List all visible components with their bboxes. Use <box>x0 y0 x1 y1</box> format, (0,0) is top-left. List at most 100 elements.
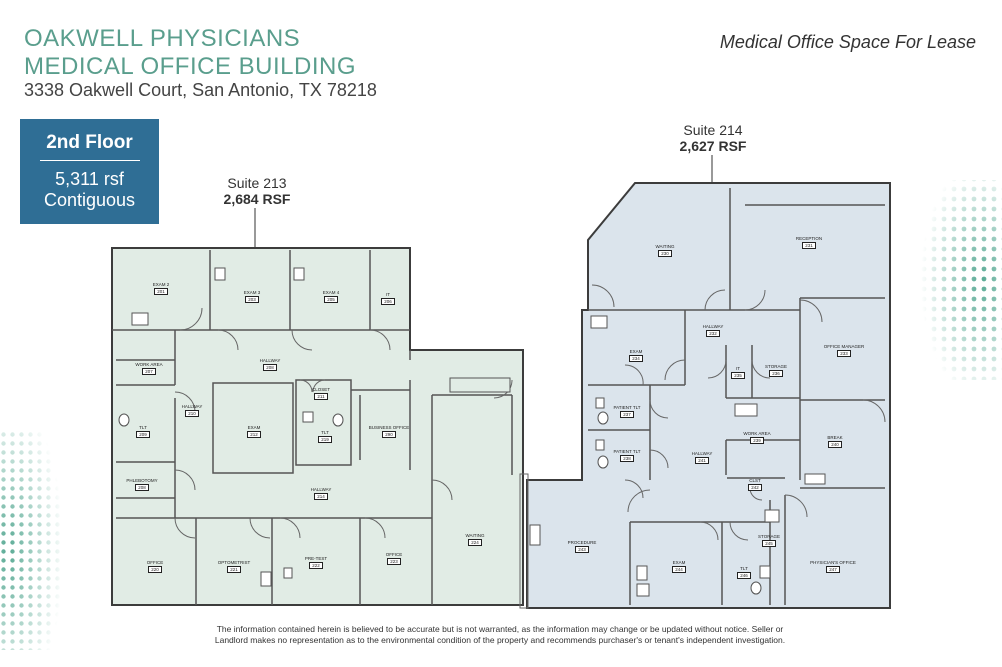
room-number: 205 <box>324 295 338 303</box>
room-number: 238 <box>620 454 634 462</box>
room-number: 237 <box>620 410 634 418</box>
room-number: 208 <box>263 363 277 371</box>
room-name: HALLWAY <box>259 358 281 363</box>
room-number: 223 <box>387 557 401 565</box>
room-name: PHYSICIAN'S OFFICE <box>810 560 856 565</box>
room-number: 241 <box>695 456 709 464</box>
room-number: 236 <box>769 369 783 377</box>
room-number: 214 <box>314 492 328 500</box>
decorative-dots-right <box>900 180 1002 380</box>
room-name: EXAM <box>629 349 643 354</box>
room-number: 232 <box>706 329 720 337</box>
room-name: EXAM 2 <box>152 282 170 287</box>
floor-info-box: 2nd Floor 5,311 rsf Contiguous <box>20 119 159 224</box>
suite-214-walls <box>588 188 885 605</box>
room-number: 239 <box>750 436 764 444</box>
room-name: EXAM <box>247 425 261 430</box>
room-name: EXAM 4 <box>322 290 340 295</box>
suite-213-callout: Suite 213 2,684 RSF <box>207 175 307 207</box>
room-number: 246 <box>737 571 751 579</box>
room-name: HALLWAY <box>181 404 203 409</box>
suite-213-walls <box>112 250 513 605</box>
room-name: HALLWAY <box>691 451 713 456</box>
room-name: WAITING <box>655 244 675 249</box>
suite-214-doors <box>591 284 886 541</box>
room-name: IT <box>736 366 740 371</box>
outer-shell-line <box>519 473 529 609</box>
suite-213-doors <box>174 307 513 539</box>
room-number: 220 <box>148 565 162 573</box>
suite-214-fixtures <box>529 315 826 597</box>
tagline: Medical Office Space For Lease <box>719 32 976 52</box>
suite-213-name: Suite 213 <box>227 175 287 191</box>
disclaimer-line-2: Landlord makes no representation as to t… <box>214 635 786 645</box>
room-number: 290 <box>382 430 396 438</box>
suite-213-size: 2,684 RSF <box>223 191 291 207</box>
suite-214-size: 2,627 RSF <box>679 138 747 154</box>
room-number: 230 <box>658 249 672 257</box>
room-number: 209 <box>136 430 150 438</box>
room-number: 242 <box>748 483 762 491</box>
room-number: 219 <box>318 435 332 443</box>
suite-214-callout: Suite 214 2,627 RSF <box>663 122 763 154</box>
room-name: OFFICE MANAGER <box>823 344 865 349</box>
room-name: BUSINESS OFFICE <box>368 425 410 430</box>
room-name: TLT <box>321 430 329 435</box>
room-name: STORAGE <box>765 364 787 369</box>
room-number: 244 <box>672 565 686 573</box>
room-name: PATIENT TLT <box>613 405 641 410</box>
room-number: 207 <box>142 367 156 375</box>
room-number: 203 <box>245 295 259 303</box>
room-number: 245 <box>762 539 776 547</box>
floor-size: 5,311 rsf <box>55 169 124 189</box>
building-title-line-2: MEDICAL OFFICE BUILDING <box>24 53 356 80</box>
suite-214-outline <box>526 182 891 609</box>
room-name: TLT <box>139 425 147 430</box>
room-number: 224 <box>468 538 482 546</box>
room-name: STORAGE <box>758 534 780 539</box>
building-title-line-1: OAKWELL PHYSICIANS <box>24 25 301 52</box>
floor-note: Contiguous <box>43 190 136 210</box>
room-name: PHLEBOTOMY <box>126 478 158 483</box>
room-name: HALLWAY <box>702 324 724 329</box>
disclaimer: The information contained herein is beli… <box>150 624 850 646</box>
room-number: 211 <box>314 392 328 400</box>
room-name: OFFICE <box>385 552 403 557</box>
decorative-dots-left <box>0 430 80 650</box>
room-number: 222 <box>309 561 323 569</box>
room-name: EXAM <box>672 560 686 565</box>
room-name: CLOSET <box>311 387 330 392</box>
room-number: 247 <box>826 565 840 573</box>
room-number: 240 <box>828 440 842 448</box>
room-name: CLST <box>749 478 761 483</box>
floor-label: 2nd Floor <box>46 132 133 153</box>
room-number: 234 <box>629 354 643 362</box>
